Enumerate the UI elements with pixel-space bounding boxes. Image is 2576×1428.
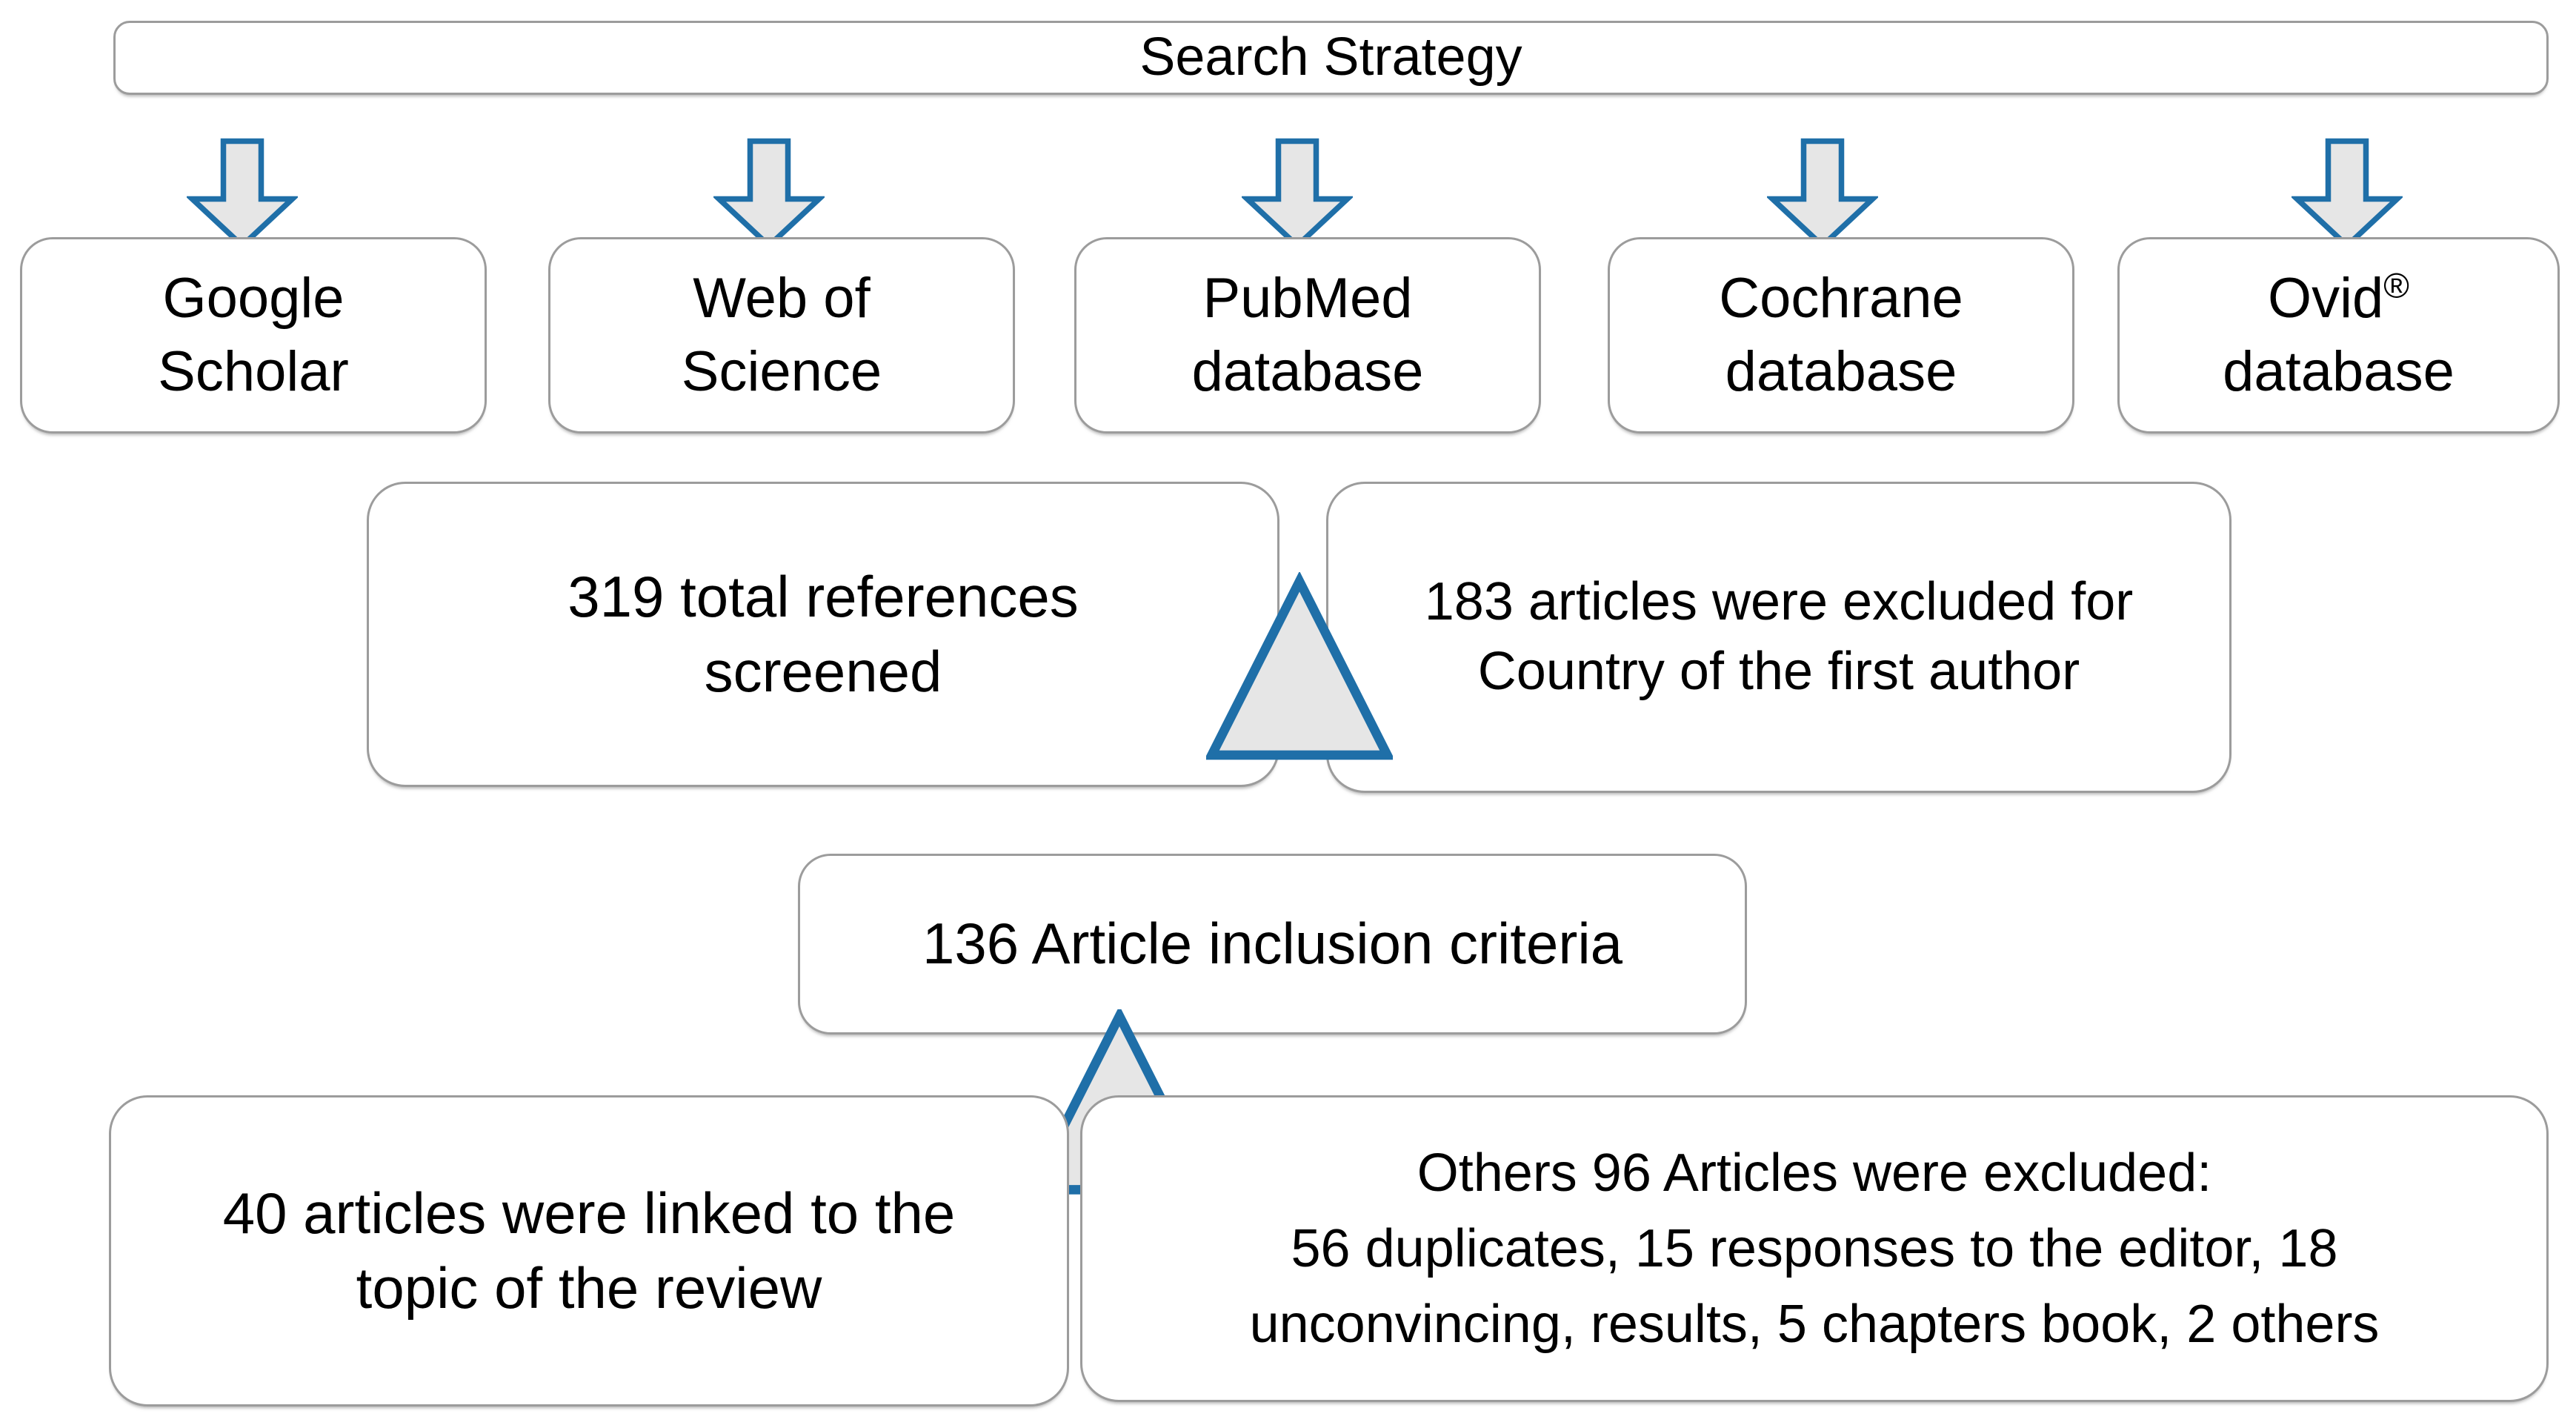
registered-trademark-icon: ® xyxy=(2383,265,2409,305)
linked-articles-box: 40 articles were linked to the topic of … xyxy=(109,1095,1069,1407)
down-arrow-icon xyxy=(713,138,825,249)
others-excluded-box: Others 96 Articles were excluded: 56 dup… xyxy=(1080,1095,2549,1402)
database-label: Web of Science xyxy=(681,266,882,403)
search-strategy-box: Search Strategy xyxy=(113,21,2549,95)
database-box-pubmed: PubMed database xyxy=(1074,237,1541,434)
ovid-name: Ovid xyxy=(2268,266,2384,330)
database-label: Cochrane database xyxy=(1719,266,1963,403)
database-box-google-scholar: Google Scholar xyxy=(20,237,487,434)
screened-references-label: 319 total references screened xyxy=(568,563,1079,704)
database-label: Google Scholar xyxy=(158,266,349,403)
others-excluded-label: Others 96 Articles were excluded: 56 dup… xyxy=(1249,1143,2380,1355)
down-arrow-icon xyxy=(1242,138,1353,249)
excluded-country-label: 183 articles were excluded for Country o… xyxy=(1424,572,2134,701)
search-strategy-label: Search Strategy xyxy=(1139,27,1522,87)
down-arrow-icon xyxy=(2292,138,2403,249)
excluded-country-box: 183 articles were excluded for Country o… xyxy=(1326,482,2231,793)
screened-references-box: 319 total references screened xyxy=(367,482,1279,787)
database-label: Ovid® database xyxy=(2139,262,2538,409)
triangle-connector-icon xyxy=(1206,572,1393,760)
database-label: PubMed database xyxy=(1191,266,1424,403)
down-arrow-icon xyxy=(1767,138,1878,249)
database-box-cochrane: Cochrane database xyxy=(1608,237,2074,434)
ovid-second-line: database xyxy=(2223,339,2454,403)
inclusion-criteria-box: 136 Article inclusion criteria xyxy=(798,854,1747,1035)
database-box-web-of-science: Web of Science xyxy=(548,237,1015,434)
linked-articles-label: 40 articles were linked to the topic of … xyxy=(222,1180,956,1321)
database-box-ovid: Ovid® database xyxy=(2117,237,2560,434)
inclusion-criteria-label: 136 Article inclusion criteria xyxy=(922,911,1623,977)
down-arrow-icon xyxy=(187,138,298,249)
